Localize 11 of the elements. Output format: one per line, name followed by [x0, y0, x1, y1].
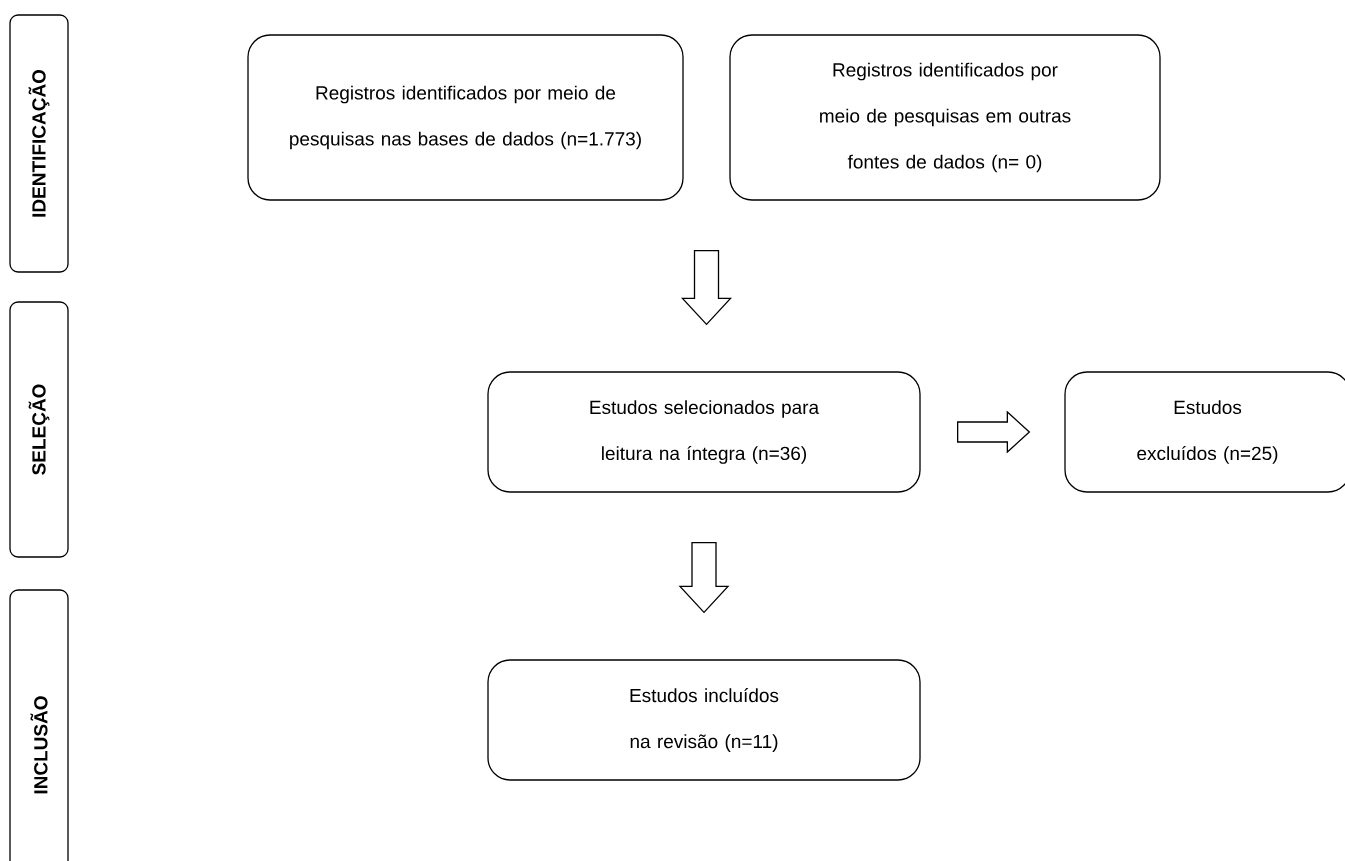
process-box: Estudos selecionados para leitura na íntegra (n=36): [487, 371, 921, 493]
block-arrow: [957, 410, 1031, 454]
process-box: Estudos excluídos (n=25): [1064, 371, 1345, 493]
stage-band: SELEÇÃO: [9, 301, 69, 558]
process-box: Estudos incluídos na revisão (n=11): [487, 659, 921, 781]
block-arrow: [681, 250, 732, 326]
stage-band: IDENTIFICAÇÃO: [9, 14, 69, 273]
process-box: Registros identificados por meio de pesquisas em outras fontes de dados (n= 0): [729, 34, 1161, 201]
block-arrow: [678, 542, 730, 614]
process-box: Registros identificados por meio de pesquisas nas bases de dados (n=1.773): [247, 34, 684, 201]
stage-band: INCLUSÃO: [9, 589, 69, 861]
